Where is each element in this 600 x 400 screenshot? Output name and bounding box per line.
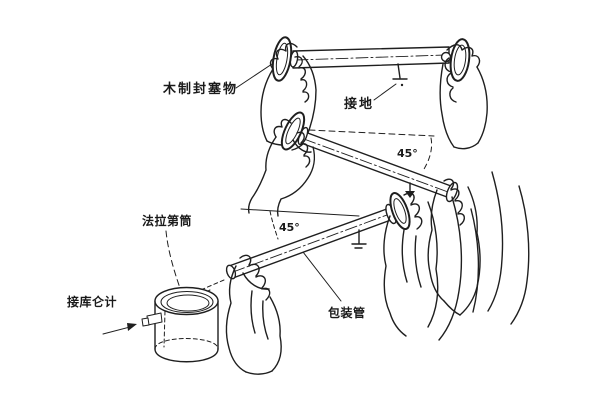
leader-line-faraday-cup [165,230,182,292]
label-packaging-tube: 包装管 [327,305,366,320]
leader-line-wooden-plug [235,63,273,89]
end-cap-upper [389,191,411,231]
label-angle-middle: 45° [397,147,418,160]
label-ground: 接地 [344,96,374,112]
end-cap-upper [280,111,306,151]
left-hand [225,254,282,375]
panel-tube-45deg: 45° [247,111,530,325]
terminal-plug-tip [141,317,150,327]
lower-end-plug [445,181,459,203]
end-cap-upper-rim [393,198,407,224]
forearm-line [438,196,463,341]
faraday-cup [141,286,219,363]
tube-axis-line [303,138,449,193]
left-hand [247,118,316,217]
label-faraday-cup: 法拉第筒 [142,213,192,228]
label-wooden-plug: 木制封塞物 [162,81,238,97]
end-cap-left [271,36,293,82]
forearm-line [470,208,480,313]
packaging-tube-tilted [300,131,452,198]
tube-axis-line [295,54,447,61]
angle-arc [423,137,433,170]
angle-reference-line [240,208,360,217]
end-cap-right-rim [453,44,467,76]
label-angle-bottom: 45° [279,221,300,234]
right-hand [383,192,480,341]
forearm-line [510,185,530,325]
tube-axis-line [232,211,396,273]
leader-line-packaging-tube [302,251,342,302]
terminal-plug [146,312,163,326]
end-cap-right [449,38,471,82]
to-coulombmeter-arrow [102,323,137,335]
angle-reference-line [308,129,435,137]
tube-open-end [225,264,237,280]
panel-faraday-cup: 法拉第筒 接库仑计 包装管 45° [67,191,480,375]
right-hand [427,171,530,325]
angle-arc [269,210,279,240]
panel-tube-horizontal: 木制封塞物 接地 [162,36,488,151]
forearm-line [487,171,504,312]
right-hand [439,44,488,150]
ground-symbol-top [392,63,408,87]
label-to-coulombmeter: 接库仑计 [67,294,117,309]
leader-line-ground-top [373,83,397,101]
ground-symbol-bottom [351,229,367,249]
